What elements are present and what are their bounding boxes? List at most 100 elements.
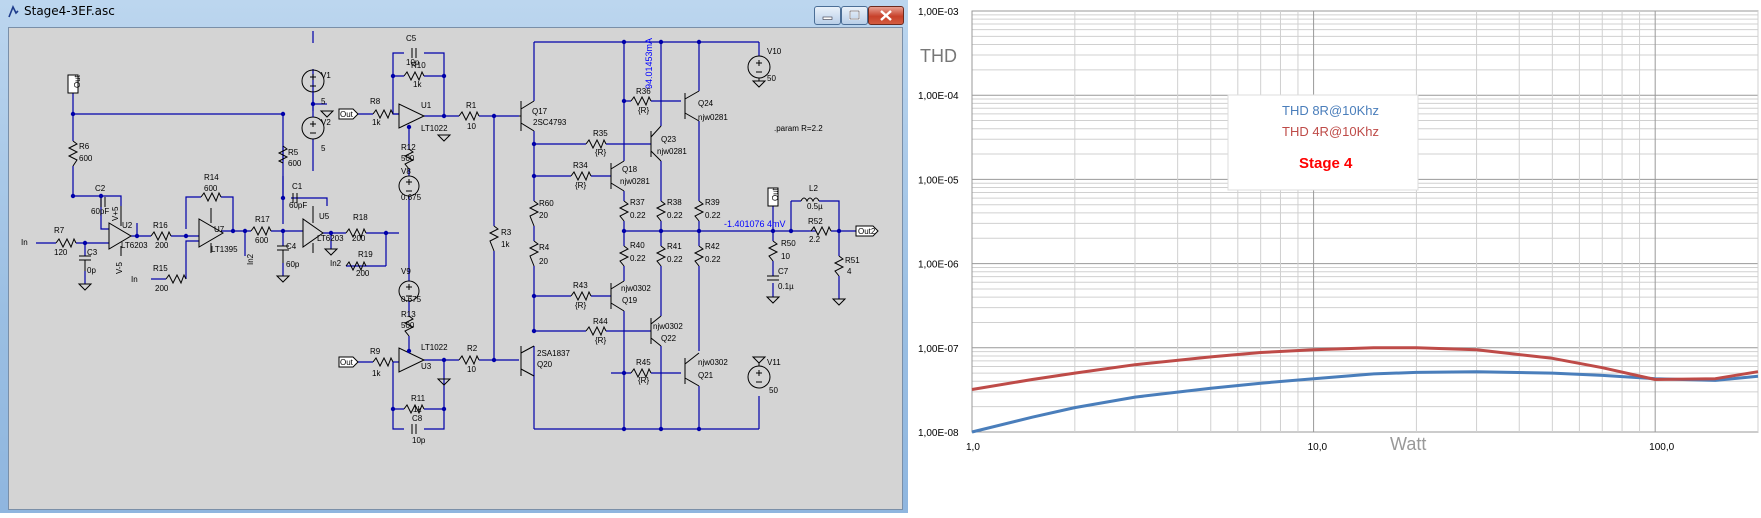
svg-text:5: 5 — [321, 97, 326, 106]
middle-wires — [356, 52, 519, 430]
resistor-r4[interactable] — [528, 240, 540, 267]
flag-out-top[interactable] — [67, 74, 79, 94]
voltage-source-v8[interactable] — [398, 175, 420, 197]
resistor-r3[interactable] — [488, 225, 500, 252]
svg-text:5: 5 — [321, 144, 326, 153]
svg-text:R15: R15 — [153, 264, 168, 273]
opamp-u2[interactable] — [108, 206, 132, 256]
y-axis-label: THD — [920, 46, 957, 66]
capacitor-c5[interactable] — [411, 48, 417, 58]
resistor-r9[interactable] — [372, 356, 394, 368]
resistor-r11[interactable] — [403, 403, 425, 415]
svg-text:C4: C4 — [286, 242, 297, 251]
svg-text:0.675: 0.675 — [401, 193, 422, 202]
svg-text:V1: V1 — [321, 71, 331, 80]
resistor-r19[interactable] — [345, 260, 367, 272]
resistor-r43[interactable] — [570, 290, 592, 302]
resistor-r50[interactable] — [767, 240, 779, 262]
maximize-button[interactable] — [841, 6, 868, 25]
svg-text:R14: R14 — [204, 173, 219, 182]
resistor-r39[interactable] — [693, 200, 705, 222]
transistor-q17[interactable] — [519, 100, 535, 132]
svg-text:njw0302: njw0302 — [653, 322, 683, 331]
transistor-q18[interactable] — [610, 160, 625, 192]
resistor-r13[interactable] — [403, 315, 415, 337]
flag-out-u3[interactable] — [338, 356, 359, 368]
svg-text:2SA1837: 2SA1837 — [537, 349, 570, 358]
title-bar[interactable]: Stage4-3EF.asc — [0, 0, 908, 26]
ground-symbols — [77, 248, 339, 291]
resistor-r51[interactable] — [831, 255, 847, 306]
resistor-r35[interactable] — [585, 138, 607, 150]
output-stage-wires — [533, 41, 856, 430]
resistor-r36[interactable] — [630, 95, 652, 107]
capacitor-c7[interactable] — [765, 275, 781, 304]
resistor-r60[interactable] — [528, 200, 540, 227]
transistor-q24[interactable] — [684, 90, 700, 122]
plot-area — [971, 10, 1759, 433]
resistor-r10[interactable] — [403, 70, 425, 82]
svg-text:njw0281: njw0281 — [657, 147, 687, 156]
probe-current-label: 94.01453mA — [644, 38, 654, 89]
svg-text:50: 50 — [767, 74, 776, 83]
resistor-r45[interactable] — [630, 367, 652, 379]
minimize-button[interactable] — [814, 6, 841, 25]
svg-text:R17: R17 — [255, 215, 270, 224]
flag-out-right[interactable] — [767, 187, 779, 207]
capacitor-c2[interactable] — [100, 197, 106, 207]
close-button[interactable] — [868, 6, 904, 25]
capacitor-c4[interactable] — [277, 245, 289, 263]
resistor-r2[interactable] — [458, 354, 480, 366]
svg-text:Out2: Out2 — [858, 227, 876, 236]
opamp-u1[interactable] — [398, 103, 426, 129]
resistor-r37[interactable] — [618, 200, 630, 222]
flag-out2[interactable] — [855, 225, 879, 237]
resistor-r5[interactable] — [277, 145, 289, 164]
resistor-r8[interactable] — [372, 108, 394, 120]
resistor-r15[interactable] — [165, 273, 187, 285]
resistor-r1[interactable] — [458, 110, 480, 122]
opamp-u5[interactable] — [302, 206, 324, 253]
resistor-r14[interactable] — [200, 191, 222, 203]
opamp-u7[interactable] — [198, 208, 224, 253]
svg-text:C2: C2 — [95, 184, 106, 193]
transistor-q23[interactable] — [650, 125, 662, 162]
voltage-source-v11[interactable] — [747, 356, 771, 389]
voltage-source-v10[interactable] — [747, 55, 771, 88]
resistor-r17[interactable] — [250, 225, 272, 237]
voltage-source-v9[interactable] — [398, 280, 420, 302]
svg-text:R38: R38 — [667, 198, 682, 207]
transistor-q20[interactable] — [520, 345, 535, 377]
flag-out-u1[interactable] — [338, 108, 359, 120]
svg-text:10: 10 — [467, 365, 476, 374]
svg-text:Out: Out — [340, 110, 354, 119]
svg-text:In2: In2 — [330, 259, 342, 268]
resistor-r44[interactable] — [585, 325, 607, 337]
resistor-r34[interactable] — [570, 170, 592, 182]
transistor-q19[interactable] — [610, 280, 625, 312]
svg-text:R13: R13 — [401, 310, 416, 319]
thd-chart-plot: 1,00E-081,00E-071,00E-061,00E-051,00E-04… — [918, 7, 1759, 454]
resistor-r52[interactable] — [810, 225, 832, 237]
opamp-u3[interactable] — [398, 347, 426, 373]
resistor-r40[interactable] — [618, 245, 630, 267]
resistor-r7[interactable] — [55, 237, 77, 249]
resistor-r18[interactable] — [345, 227, 367, 239]
resistor-r6[interactable] — [67, 140, 79, 167]
resistor-r12[interactable] — [403, 148, 415, 170]
capacitor-c1[interactable] — [292, 193, 298, 203]
capacitor-c8[interactable] — [411, 424, 417, 434]
capacitor-c3[interactable] — [79, 255, 91, 271]
resistor-r38[interactable] — [655, 200, 667, 222]
svg-text:20: 20 — [539, 257, 548, 266]
transistor-q22[interactable] — [650, 315, 662, 347]
transistor-q21[interactable] — [684, 352, 700, 387]
resistor-r41[interactable] — [655, 245, 667, 267]
inductor-l2[interactable] — [800, 197, 820, 203]
resistor-r16[interactable] — [150, 230, 172, 242]
resistor-r42[interactable] — [693, 245, 705, 267]
